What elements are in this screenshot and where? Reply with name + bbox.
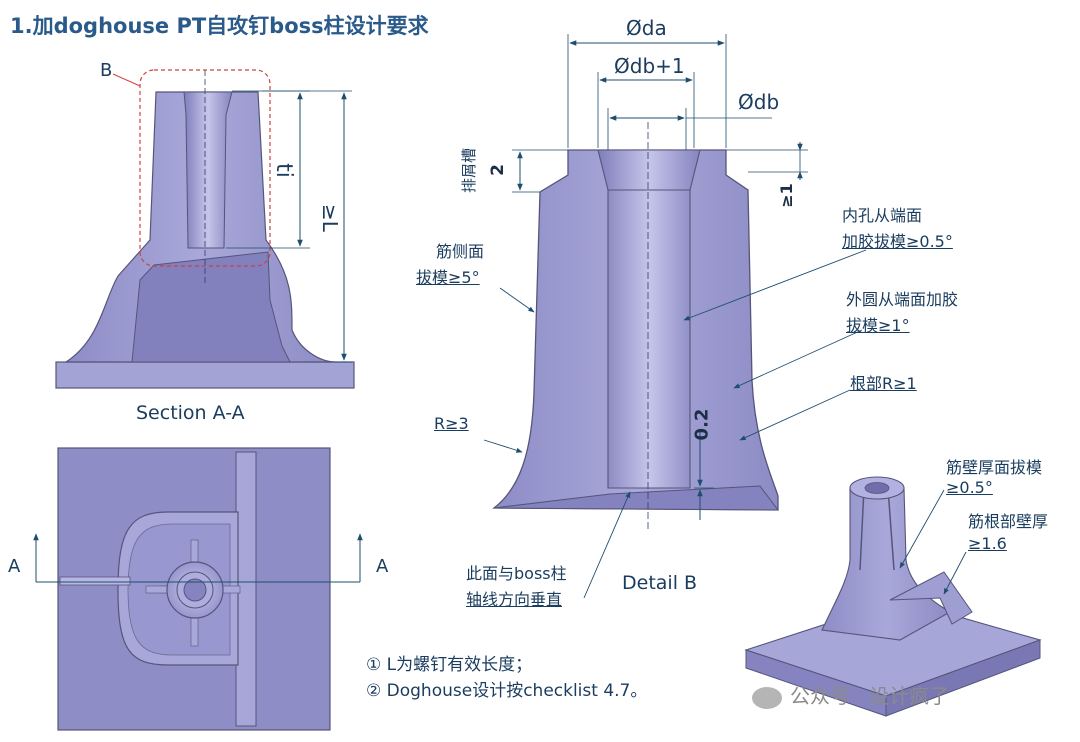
- detail-b-view: [483, 34, 867, 599]
- callout-rib-side-1: 筋侧面: [436, 242, 485, 261]
- dim-slot-value: 2: [487, 164, 508, 176]
- dim-slot-title: 排屑槽: [460, 147, 479, 194]
- callout-perp-2: 轴线方向垂直: [466, 590, 563, 609]
- note-1: ① L为螺钉有效长度；: [366, 655, 533, 675]
- callout-r3: R≥3: [434, 414, 469, 433]
- callout-inner-hole-1: 内孔从端面: [842, 206, 923, 225]
- callout-rib-wall-2: ≥0.5°: [946, 478, 993, 497]
- watermark: 公众号 · 设计疯了: [752, 680, 949, 709]
- dim-offset: 0.2: [691, 408, 713, 441]
- callout-outer-2: 拔模≥1°: [846, 316, 910, 335]
- note-2: ② Doghouse设计按checklist 4.7。: [366, 681, 648, 701]
- view-marker-b: B: [100, 60, 113, 81]
- dim-ge1: ≥1: [776, 183, 796, 208]
- callout-rib-root-2: ≥1.6: [968, 534, 1007, 553]
- section-a-a-view: [55, 69, 355, 389]
- dim-ge-l: ≥L: [317, 204, 342, 232]
- section-label: Section A-A: [136, 402, 245, 424]
- view-marker-a-left: A: [8, 556, 21, 577]
- callout-rib-root-1: 筋根部壁厚: [968, 512, 1049, 531]
- callout-inner-hole-2: 加胶拔模≥0.5°: [842, 232, 953, 251]
- top-view: [33, 447, 363, 731]
- callout-outer-1: 外圆从端面加胶: [846, 290, 959, 309]
- view-marker-a-right: A: [376, 556, 389, 577]
- page-title: 1.加doghouse PT自攻钉boss柱设计要求: [10, 14, 429, 38]
- callout-root-r: 根部R≥1: [850, 374, 917, 393]
- watermark-text: 公众号 · 设计疯了: [790, 684, 950, 708]
- detail-label: Detail B: [622, 572, 698, 594]
- wechat-icon: [752, 686, 782, 709]
- iso-view: [744, 476, 1042, 717]
- callout-rib-side-2: 拔模≥5°: [416, 268, 480, 287]
- callout-perp-1: 此面与boss柱: [466, 564, 567, 583]
- dim-db: Ødb: [738, 90, 780, 114]
- callout-rib-wall-1: 筋壁厚面拔模: [946, 458, 1043, 477]
- dim-ti: ti: [270, 163, 296, 178]
- dim-db-plus1: Ødb+1: [614, 54, 685, 78]
- dim-da: Øda: [626, 16, 667, 40]
